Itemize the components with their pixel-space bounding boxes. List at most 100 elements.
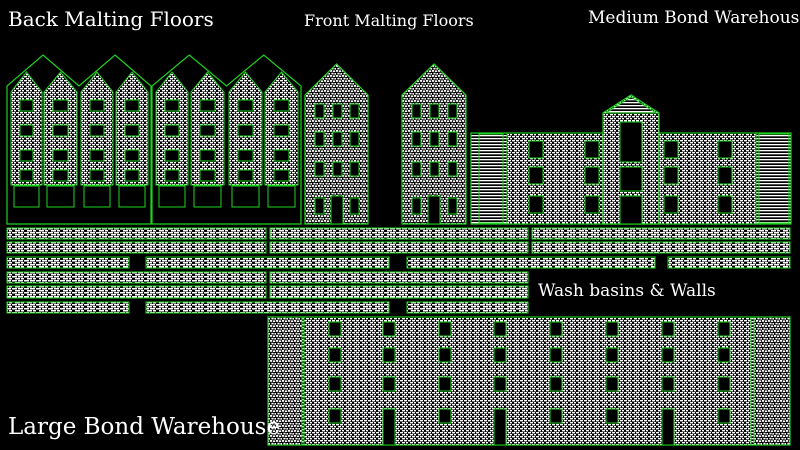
window xyxy=(124,124,140,137)
base-block xyxy=(118,185,146,208)
window xyxy=(199,169,216,182)
wall-strip xyxy=(531,227,791,240)
window xyxy=(663,140,679,159)
front-malting-building xyxy=(401,63,467,225)
window xyxy=(332,103,343,119)
door xyxy=(619,166,643,192)
window xyxy=(549,347,563,363)
window xyxy=(89,99,105,112)
window xyxy=(237,149,254,162)
wall-strip xyxy=(406,301,529,314)
window xyxy=(199,99,216,112)
window xyxy=(528,140,544,159)
window xyxy=(164,124,180,137)
wall-strip xyxy=(269,227,529,240)
window xyxy=(717,166,733,185)
window xyxy=(199,149,216,162)
window xyxy=(447,103,458,119)
window xyxy=(273,99,290,112)
window xyxy=(89,124,105,137)
window xyxy=(605,408,619,424)
window xyxy=(349,103,360,119)
window xyxy=(89,169,105,182)
window xyxy=(382,376,396,392)
window xyxy=(661,376,675,392)
window xyxy=(314,161,325,177)
wall-strip xyxy=(269,271,529,284)
wall-strip xyxy=(269,285,529,299)
window xyxy=(52,169,69,182)
window xyxy=(549,408,563,424)
wall-strip xyxy=(269,241,529,254)
window xyxy=(411,131,422,147)
wall-strip xyxy=(6,241,267,254)
window xyxy=(237,99,254,112)
wash-basins-walls-label: Wash basins & Walls xyxy=(538,281,716,301)
base-block xyxy=(158,185,186,208)
window xyxy=(584,195,600,214)
window xyxy=(273,169,290,182)
base-block xyxy=(231,185,260,208)
window xyxy=(528,195,544,214)
window xyxy=(605,347,619,363)
window xyxy=(605,376,619,392)
gable-panel xyxy=(151,54,302,225)
window xyxy=(273,149,290,162)
wall-strip xyxy=(6,301,130,314)
window xyxy=(237,169,254,182)
window xyxy=(164,99,180,112)
wall-strip xyxy=(531,241,791,254)
window xyxy=(438,376,452,392)
window xyxy=(19,149,34,162)
window xyxy=(411,197,422,215)
window xyxy=(438,347,452,363)
base-block xyxy=(83,185,111,208)
front-malting-floors-label: Front Malting Floors xyxy=(304,11,474,30)
wall-strip xyxy=(145,301,390,314)
window xyxy=(429,161,440,177)
window xyxy=(349,197,360,215)
window xyxy=(717,140,733,159)
window xyxy=(52,149,69,162)
door xyxy=(661,408,675,446)
window xyxy=(89,149,105,162)
window xyxy=(411,103,422,119)
window xyxy=(717,408,731,424)
wall-strip xyxy=(145,256,390,269)
window xyxy=(328,376,342,392)
window xyxy=(429,103,440,119)
wall-strip xyxy=(406,256,656,269)
window xyxy=(382,347,396,363)
window xyxy=(19,99,34,112)
medium-bond-warehouse-textures xyxy=(470,94,792,225)
base-block xyxy=(193,185,222,208)
window xyxy=(661,347,675,363)
window xyxy=(314,103,325,119)
window xyxy=(52,99,69,112)
window xyxy=(447,161,458,177)
window xyxy=(438,321,452,337)
window xyxy=(164,169,180,182)
plank-panel xyxy=(758,133,790,224)
window xyxy=(382,321,396,337)
window xyxy=(19,124,34,137)
window xyxy=(717,321,731,337)
tower-roof xyxy=(604,96,658,114)
base-block xyxy=(13,185,40,208)
gable-panel xyxy=(6,54,152,225)
window xyxy=(124,99,140,112)
plank-panel xyxy=(478,133,504,224)
window xyxy=(164,149,180,162)
window xyxy=(549,376,563,392)
side-stone xyxy=(267,316,303,446)
window xyxy=(493,347,507,363)
window xyxy=(438,408,452,424)
window xyxy=(661,321,675,337)
window xyxy=(124,149,140,162)
window xyxy=(493,376,507,392)
window xyxy=(332,161,343,177)
back-malting-floors-textures xyxy=(6,54,302,225)
base-block xyxy=(46,185,75,208)
back-malting-floors-label: Back Malting Floors xyxy=(8,7,214,31)
